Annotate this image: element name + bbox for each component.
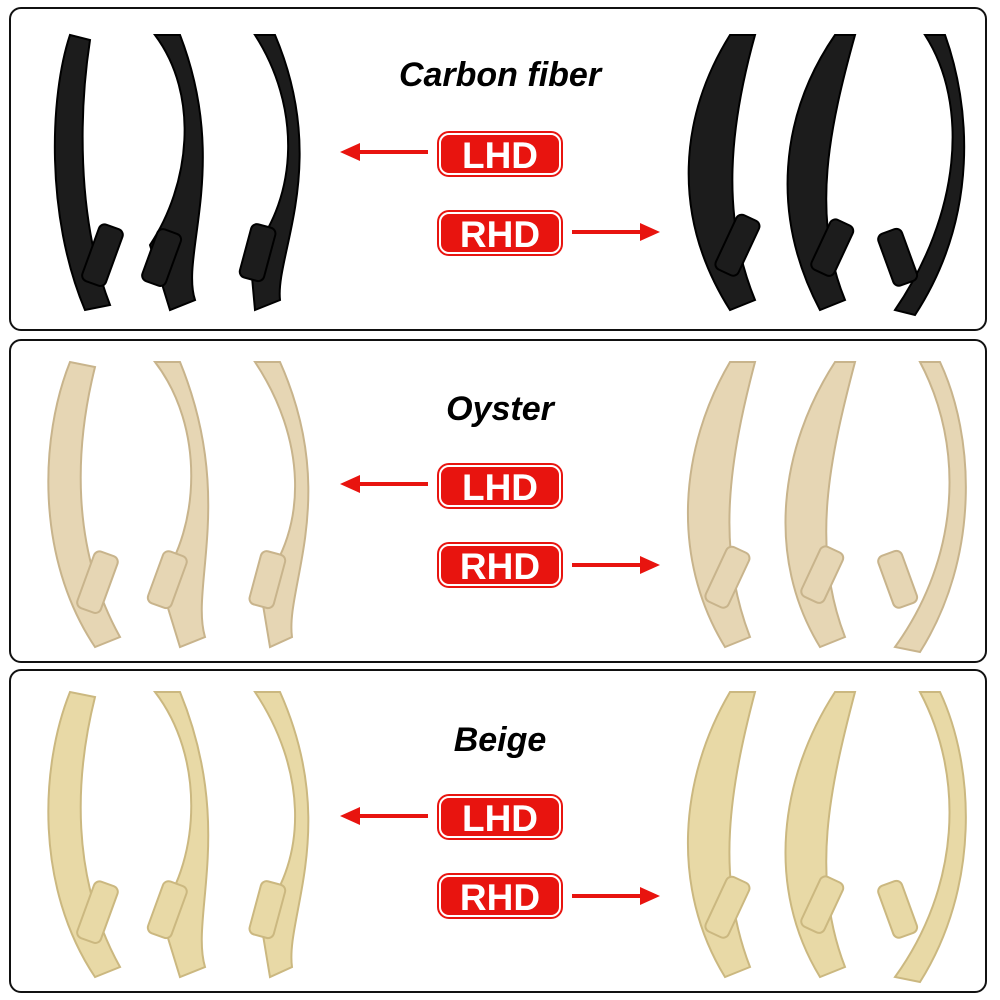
arrow-left-icon — [340, 143, 428, 161]
door-handle-icon — [53, 33, 301, 312]
arrow-right-icon — [572, 887, 660, 905]
door-handle-icon — [686, 361, 967, 654]
panel-title-oyster: Oyster — [446, 390, 554, 428]
panel-title-beige: Beige — [453, 721, 547, 759]
handles-left-carbon — [53, 33, 301, 312]
rhd-badge: RHD — [439, 875, 561, 918]
handles-left-beige — [47, 690, 310, 979]
handles-left-oyster — [47, 360, 310, 649]
rhd-badge: RHD — [439, 544, 561, 587]
door-handle-icon — [686, 691, 967, 984]
door-handle-icon — [687, 34, 966, 317]
door-handle-icon — [47, 690, 310, 979]
arrow-left-icon — [340, 475, 428, 493]
handles-right-oyster — [686, 361, 967, 654]
lhd-badge: LHD — [439, 133, 561, 176]
handles-right-carbon — [687, 34, 966, 317]
rhd-badge: RHD — [439, 212, 561, 255]
panel-title-carbon-fiber: Carbon fiber — [398, 56, 602, 94]
arrow-right-icon — [572, 556, 660, 574]
lhd-badge: LHD — [439, 465, 561, 508]
arrow-left-icon — [340, 807, 428, 825]
handles-right-beige — [686, 691, 967, 984]
arrow-right-icon — [572, 223, 660, 241]
door-handle-icon — [47, 360, 310, 649]
lhd-badge: LHD — [439, 796, 561, 839]
